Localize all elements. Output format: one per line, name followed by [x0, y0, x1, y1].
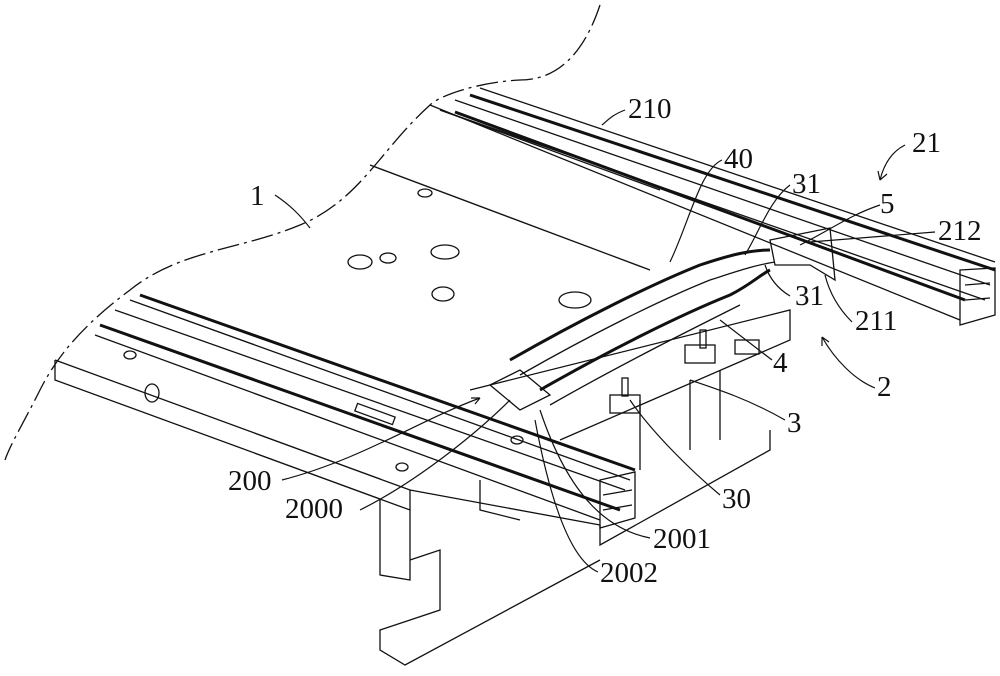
- label-210: 210: [628, 93, 672, 125]
- label-2001: 2001: [653, 523, 711, 555]
- label-2002: 2002: [600, 557, 658, 589]
- label-3: 3: [787, 407, 802, 439]
- label-1: 1: [250, 180, 265, 212]
- fixture-part: [490, 228, 835, 413]
- label-40: 40: [724, 143, 753, 175]
- label-30: 30: [722, 483, 751, 515]
- label-212: 212: [938, 215, 982, 247]
- label-5: 5: [880, 188, 895, 220]
- plate-break-line: [5, 5, 600, 460]
- label-31-top: 31: [792, 168, 821, 200]
- label-2: 2: [877, 371, 892, 403]
- label-200: 200: [228, 465, 272, 497]
- table-body: [55, 310, 790, 665]
- label-21: 21: [912, 127, 941, 159]
- label-31-bottom: 31: [795, 280, 824, 312]
- label-4: 4: [773, 347, 788, 379]
- leader-lines: [275, 110, 935, 572]
- top-rail: [430, 88, 995, 325]
- label-2000: 2000: [285, 493, 343, 525]
- label-211: 211: [855, 305, 897, 337]
